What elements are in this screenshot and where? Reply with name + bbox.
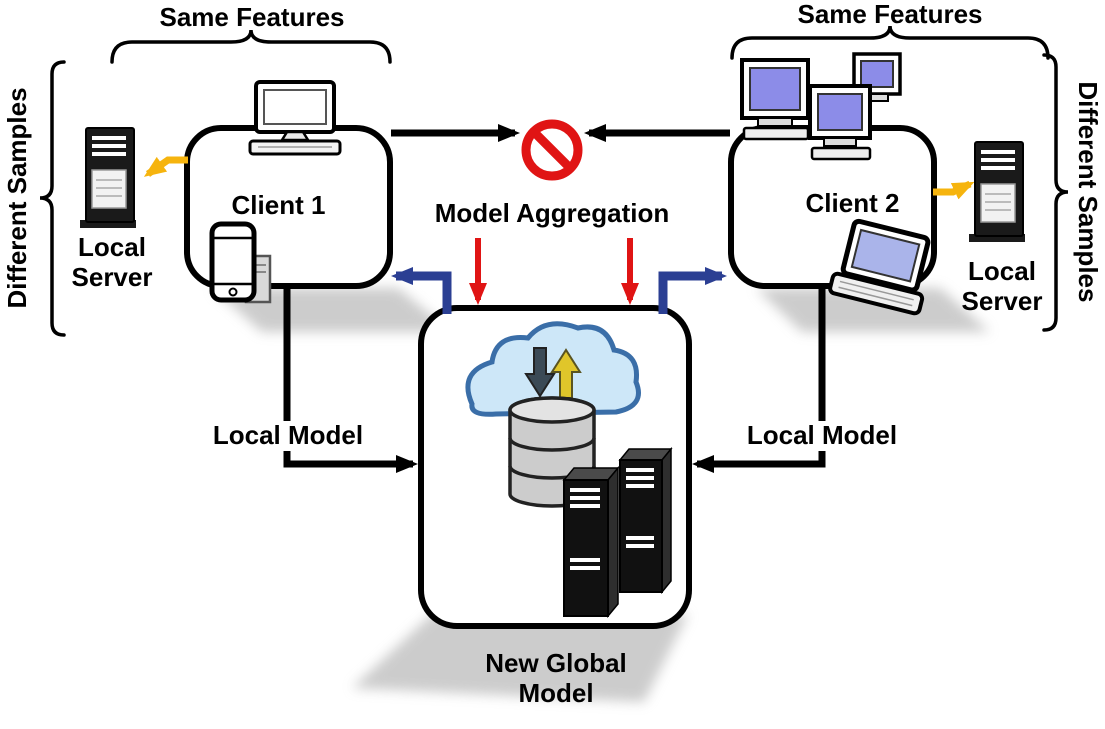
global-model-arrow-left [391, 267, 452, 314]
brace-different-samples-left [39, 60, 66, 337]
local-server-arrow-left [143, 156, 188, 177]
global-model-arrow-right [658, 267, 727, 314]
different-samples-label-right: Different Samples [1072, 81, 1103, 303]
brace-same-features-left [110, 29, 392, 64]
drop-shadows [212, 288, 990, 702]
local-server-arrow-right [933, 180, 975, 200]
shadow [212, 288, 452, 332]
shadow [756, 288, 990, 332]
local-server-label-left: Local Server [71, 232, 153, 292]
local-server-label-right: Local Server [961, 256, 1043, 316]
curly-braces [39, 25, 1069, 337]
local-model-arrow-right [692, 289, 826, 473]
local-model-label-left: Local Model [193, 420, 383, 451]
client2-label: Client 2 [805, 188, 900, 218]
smartphone-icon [209, 221, 272, 304]
same-features-label-right: Same Features [797, 0, 983, 29]
local-server-icon-right [969, 141, 1025, 242]
arrows [143, 124, 975, 473]
download-arrow-icon [524, 347, 556, 398]
upload-arrow-icon [550, 348, 582, 399]
brace-same-features-right [730, 25, 1050, 60]
brace-different-samples-right [1042, 53, 1069, 332]
server-rack-icons [562, 446, 673, 619]
client1-label: Client 1 [231, 190, 326, 220]
local-model-label-right: Local Model [727, 420, 917, 451]
local-model-arrow-left [283, 289, 418, 473]
prohibition-icon [521, 119, 583, 181]
desktop-computers-icon [740, 52, 902, 161]
desktop-computer-icon [248, 80, 342, 156]
model-aggregation-label: Model Aggregation [434, 198, 670, 228]
prohibition-slash [530, 128, 574, 172]
cloud-icon [465, 321, 641, 417]
shadow [352, 614, 688, 702]
new-global-model-label: New Global Model [485, 648, 627, 708]
laptop-icon [828, 218, 931, 316]
different-samples-label-left: Different Samples [2, 87, 33, 309]
same-features-label-left: Same Features [159, 2, 345, 32]
local-server-icon-left [80, 127, 136, 228]
